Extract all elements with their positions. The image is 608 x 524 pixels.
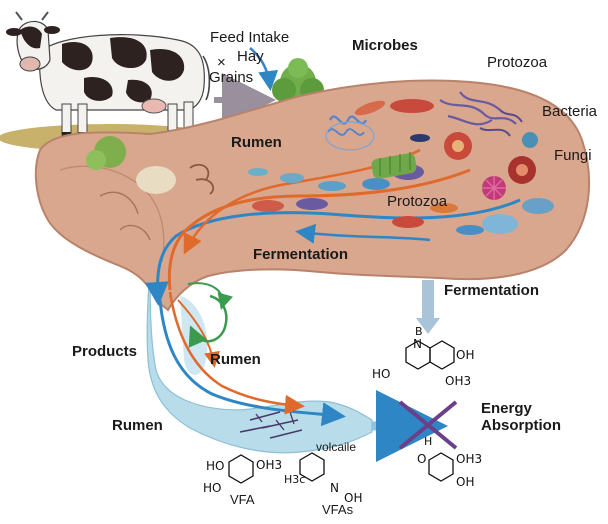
rumen-mid-label: Rumen: [210, 351, 261, 368]
chem-ho-1: HO: [206, 459, 225, 473]
fungi-label: Fungi: [554, 147, 592, 164]
chem-oh3-1: OH3: [256, 458, 283, 472]
microbes-label: Microbes: [352, 37, 418, 54]
fermentation-right-label: Fermentation: [444, 282, 540, 299]
chem-oh3-2: OH3: [445, 374, 472, 388]
cross-mark: ×: [217, 54, 226, 71]
feed-intake-label: Feed Intake: [210, 29, 290, 46]
products-label: Products: [72, 343, 138, 360]
chem-oh3-3: OH3: [456, 452, 483, 466]
feed-particles: [86, 136, 215, 195]
energy-absorption-label: Energy Absorption: [481, 400, 561, 434]
chem-h3c: H3c: [284, 473, 306, 486]
chem-n-2: N: [413, 337, 422, 351]
volcaile-label: volcaile: [316, 440, 357, 454]
protozoa-mid-label: Protozoa: [387, 193, 448, 210]
hay-label: Hay: [237, 48, 264, 65]
vfa-label: VFA: [230, 492, 255, 507]
chem-h-top: H: [424, 435, 433, 448]
fermentation-main-label: Fermentation: [253, 246, 349, 263]
chem-oh-2: OH: [456, 348, 475, 362]
rumen-bottom-label: Rumen: [112, 417, 163, 434]
protozoa-top-label: Protozoa: [487, 54, 548, 71]
chem-ho-2: HO: [203, 481, 222, 495]
chem-o-top: O: [417, 452, 427, 466]
chem-oh-1: OH: [344, 491, 363, 505]
cow-illustration: [6, 11, 211, 137]
bacteria-label: Bacteria: [542, 103, 598, 120]
grains-label: Grains: [209, 69, 254, 86]
blocked-cross-icon: [398, 400, 458, 450]
chem-n-1: N: [330, 481, 339, 495]
chem-oh-3: OH: [456, 475, 475, 489]
microbes-cluster: [248, 91, 554, 235]
vfas-label: VFAs: [322, 502, 354, 517]
chem-structures: [228, 340, 455, 484]
chem-ho-3: HO: [372, 367, 391, 381]
chem-b: B: [415, 325, 423, 338]
rumen-top-label: Rumen: [231, 134, 282, 151]
